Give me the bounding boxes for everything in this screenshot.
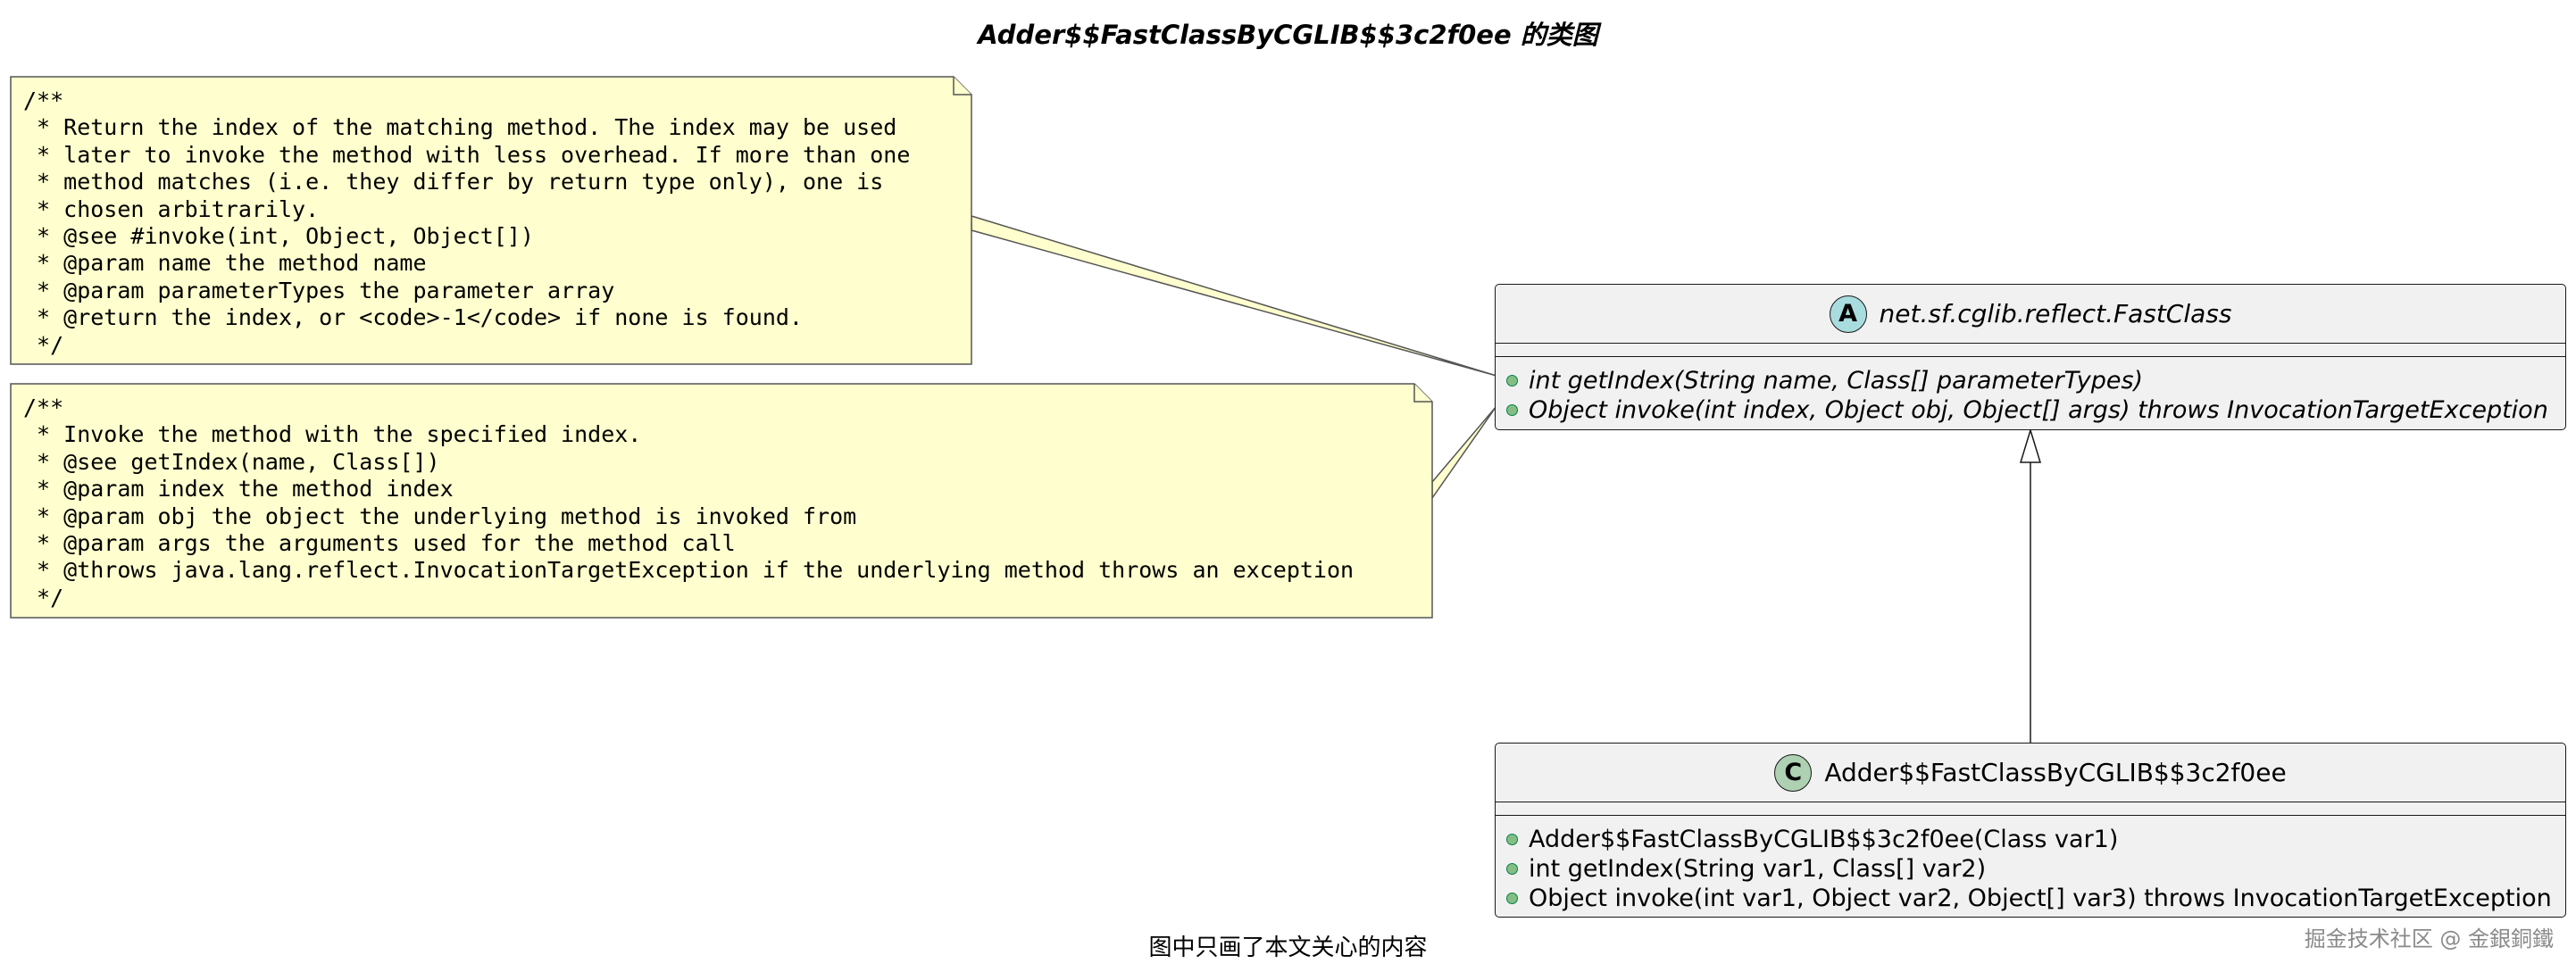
- method-get-index: int getIndex(String name, Class[] parame…: [1506, 366, 2565, 395]
- note-get-index-text: /** * Return the index of the matching m…: [23, 87, 911, 358]
- note-invoke: /** * Invoke the method with the specifi…: [10, 383, 1433, 619]
- method-signature: Object invoke(int var1, Object var2, Obj…: [1529, 885, 2552, 912]
- note-get-index: /** * Return the index of the matching m…: [10, 76, 972, 365]
- class-header-adder-fastclass: C Adder$$FastClassByCGLIB$$3c2f0ee: [1496, 744, 2565, 802]
- class-box-adder-fastclass: C Adder$$FastClassByCGLIB$$3c2f0ee Adder…: [1495, 743, 2566, 918]
- fields-compartment: [1496, 344, 2565, 357]
- methods-compartment-adder-fastclass: Adder$$FastClassByCGLIB$$3c2f0ee(Class v…: [1496, 816, 2565, 918]
- class-icon: C: [1774, 753, 1813, 792]
- class-box-fastclass: A net.sf.cglib.reflect.FastClass int get…: [1495, 284, 2566, 430]
- public-visibility-icon: [1506, 893, 1518, 904]
- class-header-fastclass: A net.sf.cglib.reflect.FastClass: [1496, 285, 2565, 344]
- method-invoke: Object invoke(int index, Object obj, Obj…: [1506, 395, 2565, 425]
- watermark: 掘金技术社区 @ 金銀銅鐵: [2304, 926, 2554, 951]
- note-connector-invoke: [1431, 405, 1497, 501]
- public-visibility-icon: [1506, 863, 1518, 875]
- diagram-caption: 图中只画了本文关心的内容: [1148, 935, 1428, 961]
- fields-compartment: [1496, 802, 2565, 816]
- generalization-arrowhead: [2019, 428, 2042, 463]
- method-signature: Object invoke(int index, Object obj, Obj…: [1529, 396, 2548, 424]
- class-name-fastclass: net.sf.cglib.reflect.FastClass: [1879, 299, 2232, 328]
- method-signature: int getIndex(String var1, Class[] var2): [1529, 855, 1987, 883]
- class-name-adder-fastclass: Adder$$FastClassByCGLIB$$3c2f0ee: [1824, 758, 2287, 787]
- public-visibility-icon: [1506, 834, 1518, 845]
- note-invoke-shape: [10, 383, 1433, 619]
- public-visibility-icon: [1506, 375, 1518, 386]
- diagram-title: Adder$$FastClassByCGLIB$$3c2f0ee 的类图: [978, 20, 1598, 50]
- abstract-class-icon: A: [1829, 295, 1867, 333]
- methods-compartment-fastclass: int getIndex(String name, Class[] parame…: [1496, 357, 2565, 430]
- note-invoke-text: /** * Invoke the method with the specifi…: [23, 395, 1355, 611]
- note-connector-get-index: [971, 214, 1497, 377]
- public-visibility-icon: [1506, 404, 1518, 416]
- method-invoke: Object invoke(int var1, Object var2, Obj…: [1506, 884, 2565, 913]
- method-signature: Adder$$FastClassByCGLIB$$3c2f0ee(Class v…: [1529, 826, 2119, 853]
- method-constructor: Adder$$FastClassByCGLIB$$3c2f0ee(Class v…: [1506, 825, 2565, 854]
- note-get-index-shape: [10, 76, 972, 365]
- method-signature: int getIndex(String name, Class[] parame…: [1529, 367, 2144, 395]
- method-get-index: int getIndex(String var1, Class[] var2): [1506, 854, 2565, 884]
